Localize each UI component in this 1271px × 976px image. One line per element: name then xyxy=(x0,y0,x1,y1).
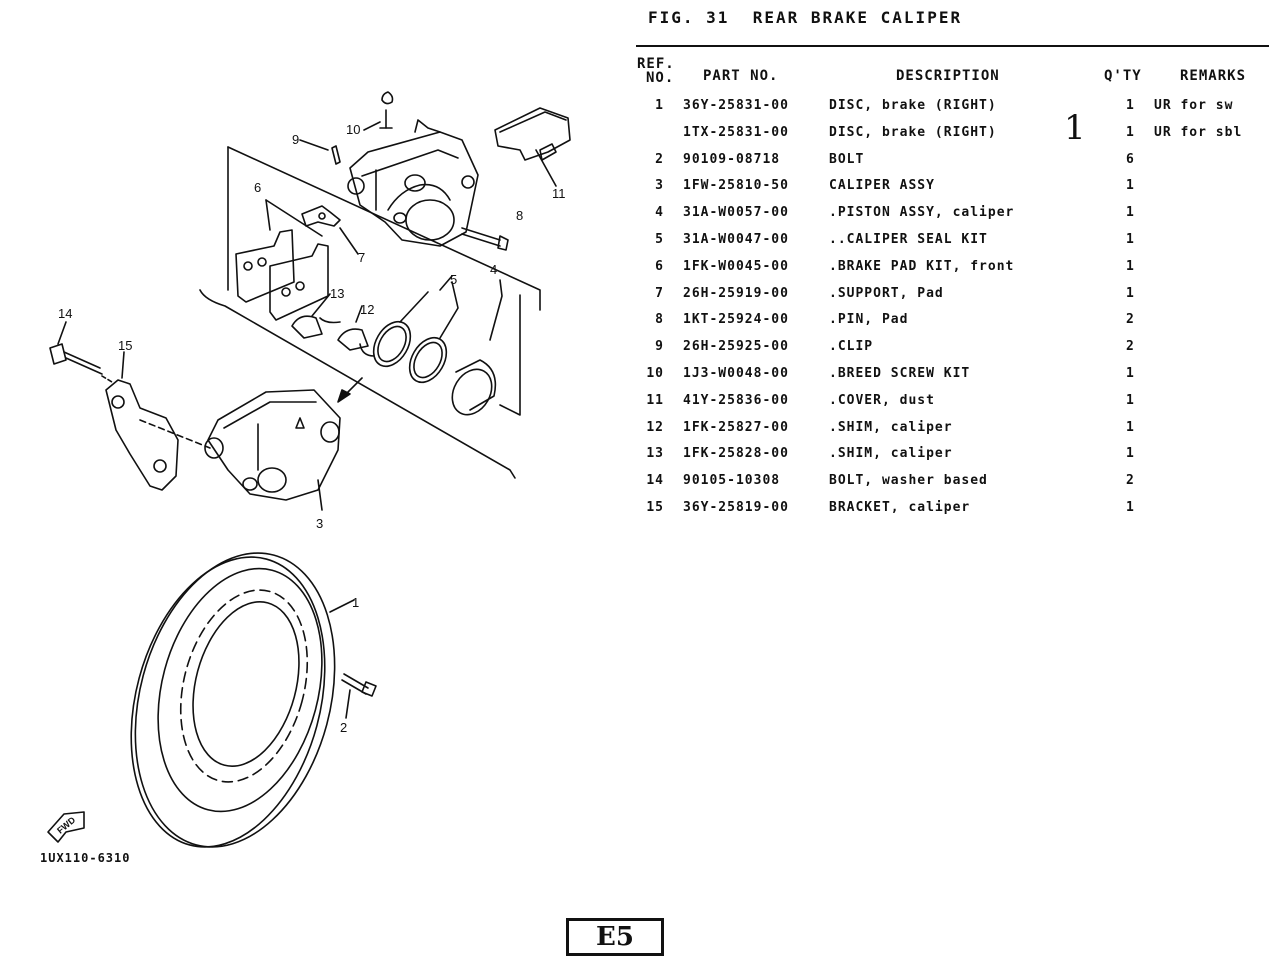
row-part-no: 90109-08718 xyxy=(683,152,781,167)
callout-2: 2 xyxy=(340,720,347,735)
row-description: DISC, brake (RIGHT) xyxy=(829,98,997,113)
callout-1: 1 xyxy=(352,595,359,610)
row-ref-no: 7 xyxy=(655,286,664,301)
header-qty: Q'TY xyxy=(1104,68,1142,84)
row-qty: 2 xyxy=(1126,312,1135,327)
callout-13: 13 xyxy=(330,286,344,301)
row-description: .CLIP xyxy=(829,339,874,354)
row-part-no: 31A-W0057-00 xyxy=(683,205,789,220)
row-part-no: 31A-W0047-00 xyxy=(683,232,789,247)
row-qty: 6 xyxy=(1126,152,1135,167)
brake-disc xyxy=(130,552,336,848)
callout-9: 9 xyxy=(292,132,299,147)
figure-title: FIG. 31 REAR BRAKE CALIPER xyxy=(648,8,963,27)
row-ref-no: 12 xyxy=(646,420,664,435)
row-part-no: 1FK-25827-00 xyxy=(683,420,789,435)
row-part-no: 1J3-W0048-00 xyxy=(683,366,789,381)
row-qty: 2 xyxy=(1126,339,1135,354)
row-qty: 1 xyxy=(1126,125,1135,140)
row-qty: 1 xyxy=(1126,98,1135,113)
diagram-code: 1UX110-6310 xyxy=(40,851,131,865)
row-description: BOLT, washer based xyxy=(829,473,988,488)
row-ref-no: 9 xyxy=(655,339,664,354)
row-qty: 1 xyxy=(1126,259,1135,274)
row-description: CALIPER ASSY xyxy=(829,178,935,193)
row-part-no: 41Y-25836-00 xyxy=(683,393,789,408)
row-ref-no: 10 xyxy=(646,366,664,381)
row-description: .BREED SCREW KIT xyxy=(829,366,971,381)
row-ref-no: 14 xyxy=(646,473,664,488)
row-description: .PISTON ASSY, caliper xyxy=(829,205,1015,220)
row-remarks: UR for sw xyxy=(1154,98,1234,113)
header-ref-line2: NO. xyxy=(646,70,675,86)
callout-11: 11 xyxy=(552,186,566,201)
row-qty: 1 xyxy=(1126,446,1135,461)
header-remarks: REMARKS xyxy=(1180,68,1247,84)
row-qty: 1 xyxy=(1126,232,1135,247)
row-ref-no: 6 xyxy=(655,259,664,274)
row-description: .SHIM, caliper xyxy=(829,446,953,461)
header-description: DESCRIPTION xyxy=(896,68,1000,84)
header-rule xyxy=(636,45,1269,47)
row-qty: 1 xyxy=(1126,366,1135,381)
row-part-no: 1FK-W0045-00 xyxy=(683,259,789,274)
callout-14: 14 xyxy=(58,306,72,321)
row-part-no: 36Y-25831-00 xyxy=(683,98,789,113)
row-part-no: 1FK-25828-00 xyxy=(683,446,789,461)
row-ref-no: 8 xyxy=(655,312,664,327)
callout-4: 4 xyxy=(490,262,497,277)
callout-12: 12 xyxy=(360,302,374,317)
row-part-no: 26H-25919-00 xyxy=(683,286,789,301)
row-description: .PIN, Pad xyxy=(829,312,909,327)
row-remarks: UR for sbl xyxy=(1154,125,1243,140)
callout-5: 5 xyxy=(450,272,457,287)
caliper-body-upper xyxy=(347,119,479,247)
row-part-no: 1TX-25831-00 xyxy=(683,125,789,140)
row-qty: 1 xyxy=(1126,420,1135,435)
header-ref-line1: REF. xyxy=(637,56,675,72)
row-description: ..CALIPER SEAL KIT xyxy=(829,232,988,247)
callout-10: 10 xyxy=(346,122,360,137)
row-ref-no: 11 xyxy=(646,393,664,408)
row-ref-no: 1 xyxy=(655,98,664,113)
row-ref-no: 2 xyxy=(655,152,664,167)
callout-3: 3 xyxy=(316,516,323,531)
row-qty: 2 xyxy=(1126,473,1135,488)
row-part-no: 1FW-25810-50 xyxy=(683,178,789,193)
row-part-no: 36Y-25819-00 xyxy=(683,500,789,515)
row-description: BOLT xyxy=(829,152,865,167)
row-ref-no: 4 xyxy=(655,205,664,220)
row-part-no: 1KT-25924-00 xyxy=(683,312,789,327)
row-description: .SUPPORT, Pad xyxy=(829,286,944,301)
row-description: BRACKET, caliper xyxy=(829,500,971,515)
row-ref-no: 13 xyxy=(646,446,664,461)
caliper-body-lower xyxy=(204,389,341,501)
page-badge: E5 xyxy=(566,918,664,956)
row-qty: 1 xyxy=(1126,286,1135,301)
row-qty: 1 xyxy=(1126,205,1135,220)
header-part-no: PART NO. xyxy=(703,68,779,84)
row-description: DISC, brake (RIGHT) xyxy=(829,125,997,140)
row-description: .BRAKE PAD KIT, front xyxy=(829,259,1015,274)
row-qty: 1 xyxy=(1126,393,1135,408)
row-part-no: 90105-10308 xyxy=(683,473,781,488)
row-description: .COVER, dust xyxy=(829,393,935,408)
callout-8: 8 xyxy=(516,208,523,223)
exploded-diagram: 1 2 3 4 5 6 7 8 9 10 11 12 13 14 15 FWD xyxy=(47,91,571,848)
callout-15: 15 xyxy=(118,338,132,353)
row-ref-no: 3 xyxy=(655,178,664,193)
row-ref-no: 5 xyxy=(655,232,664,247)
row-part-no: 26H-25925-00 xyxy=(683,339,789,354)
callout-7: 7 xyxy=(358,250,365,265)
handwritten-note: 1 xyxy=(1064,108,1086,148)
row-qty: 1 xyxy=(1126,500,1135,515)
callout-6: 6 xyxy=(254,180,261,195)
row-qty: 1 xyxy=(1126,178,1135,193)
row-ref-no: 15 xyxy=(646,500,664,515)
row-description: .SHIM, caliper xyxy=(829,420,953,435)
